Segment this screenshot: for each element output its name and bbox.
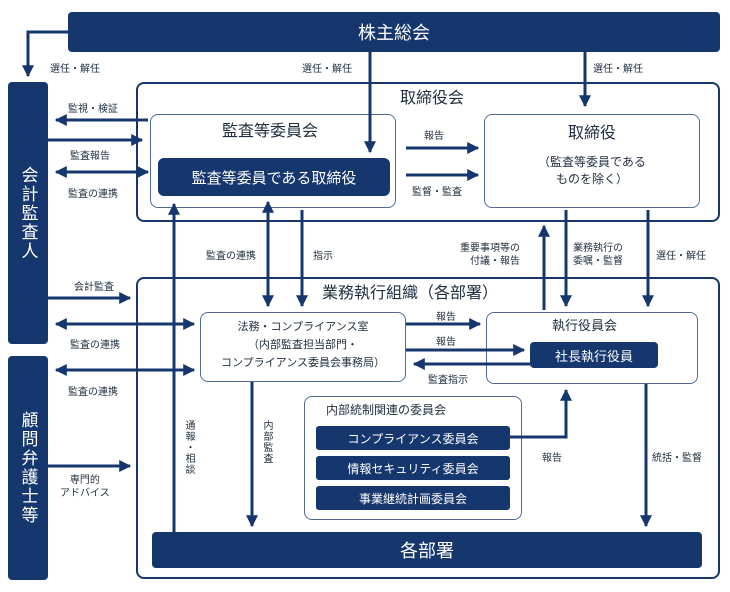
label-report-2: 報告 xyxy=(436,312,456,323)
label-report-3: 報告 xyxy=(436,337,456,348)
legal-advisor-label: 顧問弁護士等 xyxy=(17,411,38,525)
label-supervise: 監督・監査 xyxy=(412,187,462,198)
audit-director-label: 監査等委員である取締役 xyxy=(191,168,357,187)
label-audit-coord-4: 監査の連携 xyxy=(68,387,118,398)
compliance-committee-label: コンプライアンス委員会 xyxy=(347,431,479,446)
accounting-auditor: 会計監査人 xyxy=(8,82,48,344)
label-important: 重要事項等の 付議・報告 xyxy=(460,243,520,267)
internal-control-title: 内部統制関連の委員会 xyxy=(326,403,447,417)
label-report-1: 報告 xyxy=(424,131,444,142)
infosec-committee: 情報セキュリティ委員会 xyxy=(316,456,510,480)
arrow-compliance-report xyxy=(510,388,572,439)
label-report-4: 報告 xyxy=(542,453,562,464)
legal-advisor: 顧問弁護士等 xyxy=(8,356,48,580)
audit-director: 監査等委員である取締役 xyxy=(158,158,390,196)
label-oversee: 統括・監督 xyxy=(652,453,702,464)
infosec-committee-label: 情報セキュリティ委員会 xyxy=(347,461,479,476)
label-audit-coord-2: 監査の連携 xyxy=(206,251,256,262)
organization-title: 業務執行組織（各部署） xyxy=(322,283,499,302)
board-title: 取締役会 xyxy=(400,88,465,107)
label-instruct: 指示 xyxy=(313,251,333,262)
label-elect-exec: 選任・解任 xyxy=(656,251,706,262)
shareholders-meeting: 株主総会 xyxy=(68,12,720,52)
label-elect-left: 選任・解任 xyxy=(50,64,100,75)
president-label: 社長執行役員 xyxy=(554,349,633,365)
departments-label: 各部署 xyxy=(400,541,454,562)
label-audit-coord-3: 監査の連携 xyxy=(70,340,120,351)
label-elect-mid: 選任・解任 xyxy=(302,64,352,75)
label-audit-instruct: 監査指示 xyxy=(428,375,468,386)
directors-subtitle: （監査等委員である ものを除く） xyxy=(538,155,646,186)
directors-title: 取締役 xyxy=(567,123,616,142)
president: 社長執行役員 xyxy=(530,342,658,368)
label-delegate: 業務執行の 委嘱・監督 xyxy=(573,243,623,267)
label-whistle: 通報・相談 xyxy=(183,420,194,475)
label-internal-audit: 内部監査 xyxy=(261,420,272,464)
arrow-shareholders-auditor xyxy=(22,30,68,78)
directors xyxy=(484,114,700,208)
shareholders-label: 株主総会 xyxy=(358,23,430,44)
label-accounting-audit: 会計監査 xyxy=(74,282,114,293)
bcp-committee-label: 事業継続計画委員会 xyxy=(358,491,467,506)
label-elect-right: 選任・解任 xyxy=(593,64,643,75)
legal-compliance-label: 法務・コンプライアンス室 （内部監査担当部門・ コンプライアンス委員会事務局） xyxy=(220,320,385,369)
label-monitor: 監視・検証 xyxy=(68,104,118,115)
label-advice: 専門的 アドバイス xyxy=(60,475,110,499)
departments: 各部署 xyxy=(152,532,702,568)
label-audit-report: 監査報告 xyxy=(70,151,110,162)
audit-committee-title: 監査等委員会 xyxy=(222,121,319,140)
exec-committee-title: 執行役員会 xyxy=(552,319,618,334)
accounting-auditor-label: 会計監査人 xyxy=(17,165,38,261)
bcp-committee: 事業継続計画委員会 xyxy=(316,486,510,510)
compliance-committee: コンプライアンス委員会 xyxy=(316,426,510,450)
legal-compliance-office xyxy=(200,312,406,382)
label-audit-coord-1: 監査の連携 xyxy=(68,189,118,200)
